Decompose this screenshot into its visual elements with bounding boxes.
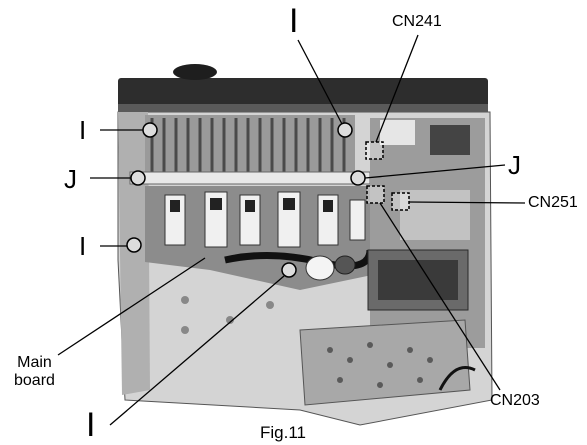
screw-J-right	[350, 170, 366, 186]
connector-block	[380, 120, 415, 145]
screw-J-left	[130, 170, 146, 186]
leader-cn203	[379, 202, 501, 391]
lower-board	[299, 319, 471, 406]
screw-I-top-right	[337, 122, 353, 138]
lower-cable	[438, 366, 476, 391]
callout-main-board-line2: board	[14, 372, 55, 389]
leader-J-right	[364, 164, 506, 179]
connector-boxes	[365, 141, 410, 211]
screw-I-top-left	[142, 122, 158, 138]
callout-I-top-left: I	[79, 115, 87, 145]
main-board-dark-parts	[170, 198, 333, 212]
leader-I-top	[297, 39, 343, 125]
heat-sink-fins	[150, 118, 346, 172]
capacitor-2	[334, 255, 356, 275]
transformer-core	[378, 260, 458, 300]
chassis-holes	[181, 296, 274, 334]
cn251-box	[391, 192, 410, 211]
callout-I-top: I	[289, 2, 299, 40]
screw-I-bottom	[281, 262, 297, 278]
right-board-chip	[430, 125, 470, 155]
leader-cn251	[408, 201, 526, 204]
volume-knob	[173, 64, 217, 80]
leader-cn241	[375, 34, 419, 143]
callout-main-board-line1: Main	[17, 354, 52, 371]
callout-I-left: I	[79, 231, 87, 261]
front-panel-edge	[118, 104, 488, 112]
callout-main-board: Main board	[14, 354, 55, 390]
callout-I-bottom: I	[86, 406, 96, 444]
callout-J-right: J	[508, 150, 521, 180]
leader-I-bottom	[109, 275, 285, 426]
callout-J-left: J	[64, 164, 77, 194]
cn203-box	[366, 185, 385, 204]
screw-I-left	[126, 237, 142, 253]
heat-sink-bar	[129, 171, 371, 185]
lower-board-dots	[327, 342, 433, 388]
callout-cn251: CN251	[528, 194, 578, 211]
capacitor-1	[305, 255, 335, 281]
figure-caption: Fig.11	[260, 423, 306, 442]
callout-cn241: CN241	[392, 13, 442, 30]
right-board-area	[400, 190, 470, 240]
front-panel	[118, 78, 488, 112]
leader-lines	[57, 34, 526, 426]
cn241-box	[365, 141, 384, 160]
callout-cn203: CN203	[490, 392, 540, 409]
leader-main-board	[57, 257, 206, 356]
